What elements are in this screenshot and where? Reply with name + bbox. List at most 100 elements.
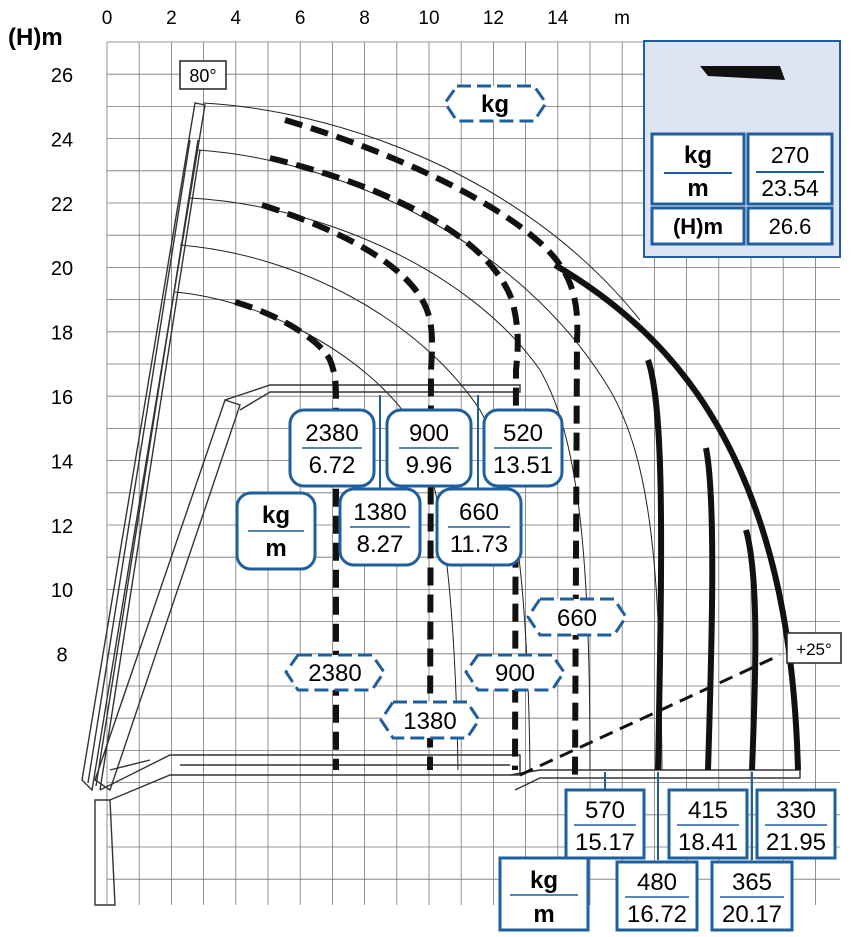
- tag-2380-text: 2380: [308, 660, 361, 687]
- bottom-load-boxes: [498, 788, 837, 932]
- bottom-kg-3: 480: [637, 869, 677, 896]
- upper-kg-2: 520: [503, 420, 543, 447]
- legend-m: m: [687, 175, 708, 202]
- upper-kg-3: 1380: [353, 499, 406, 526]
- tag-kg-top: [443, 84, 548, 123]
- arc-4: [179, 244, 531, 771]
- tag-2380: [284, 653, 386, 692]
- box-570: [564, 788, 646, 860]
- legend-capacity: 270: [771, 142, 809, 168]
- boom-tip-icon: [700, 66, 785, 80]
- y-tick-label: 18: [51, 323, 73, 345]
- upper-box-texts: 2380 6.72 900 9.96 520 13.51 1380 8.27 6…: [262, 420, 553, 562]
- tag-1380-text: 1380: [403, 708, 456, 735]
- y-tick-label: 12: [51, 516, 73, 538]
- upper-kg-1: 900: [409, 420, 449, 447]
- upper-m-0: 6.72: [309, 452, 356, 479]
- boom-vertical: [81, 102, 206, 792]
- bottom-m-1: 18.41: [678, 829, 738, 856]
- curve-dashed-2: [269, 155, 521, 771]
- y-tick-label: 20: [51, 258, 73, 280]
- bottom-kg-2: 330: [776, 797, 816, 824]
- x-tick-label: 12: [483, 8, 504, 29]
- y-unit-label: (H)m: [8, 24, 63, 51]
- upper-box-dividers: [248, 447, 552, 532]
- dashed-tag-texts: kg 2380 1380 900 660: [308, 91, 597, 735]
- y-tick-label: 8: [56, 645, 67, 667]
- arc-3: [189, 197, 591, 771]
- x-tick-labels: 0 2 4 6 8 10 12 14: [102, 8, 569, 29]
- upper-kg-4: 660: [459, 499, 499, 526]
- box-415: [667, 788, 749, 860]
- y-tick-label: 10: [51, 580, 73, 602]
- box-330: [755, 788, 837, 860]
- x-tick-label: 6: [295, 8, 306, 29]
- curve-dashed-3: [261, 202, 436, 771]
- tag-900-text: 900: [495, 660, 535, 687]
- x-tick-label: 4: [231, 8, 242, 29]
- curve-solid-outer: [553, 262, 801, 771]
- arc-1: [202, 102, 641, 321]
- y-tick-label: 24: [51, 129, 73, 151]
- tag-kg-top-text: kg: [481, 91, 509, 118]
- angle-25-label: +25°: [786, 632, 842, 664]
- legend-kg: kg: [684, 142, 712, 169]
- boom-horizontal-ext: [509, 769, 801, 791]
- upper-m-1: 9.96: [406, 452, 453, 479]
- extension-line: [519, 653, 781, 777]
- angle-80-label: 80°: [179, 60, 227, 90]
- mid-m-label: m: [265, 535, 286, 562]
- crane-column: [94, 799, 116, 906]
- bottom-kg-1: 415: [688, 797, 728, 824]
- bottom-kg-0: 570: [585, 797, 625, 824]
- x-tick-label: 0: [102, 8, 113, 29]
- bottom-kg-label: kg: [530, 867, 558, 894]
- bottom-box-dividers: [510, 824, 827, 898]
- bottom-m-4: 20.17: [722, 901, 782, 928]
- bottom-m-3: 16.72: [627, 901, 687, 928]
- x-unit-label: m: [614, 8, 630, 29]
- y-tick-label: 14: [51, 451, 73, 473]
- boom-vertical-detail: [87, 139, 201, 791]
- upper-m-3: 8.27: [357, 531, 404, 558]
- solid-load-curves: [553, 262, 801, 771]
- box-365: [710, 860, 794, 932]
- curve-solid-3: [743, 529, 759, 771]
- bottom-kg-4: 365: [732, 869, 772, 896]
- tag-900: [464, 653, 566, 692]
- x-tick-label: 10: [418, 8, 439, 29]
- y-tick-label: 26: [51, 65, 73, 87]
- upper-m-2: 13.51: [493, 452, 553, 479]
- dashed-tags: [284, 84, 628, 740]
- bottom-m-2: 21.95: [766, 829, 826, 856]
- angle-25-text: +25°: [796, 640, 832, 659]
- tag-660-text: 660: [557, 605, 597, 632]
- x-tick-label: 8: [359, 8, 370, 29]
- upper-kg-0: 2380: [305, 420, 358, 447]
- bottom-m-label: m: [533, 901, 554, 928]
- y-tick-label: 22: [51, 194, 73, 216]
- tag-1380: [379, 700, 481, 740]
- tag-660: [526, 597, 628, 637]
- curve-solid-1: [645, 359, 665, 771]
- x-tick-label: 14: [547, 8, 569, 29]
- curve-dashed-4: [234, 299, 339, 770]
- boom-mid-arm: [224, 384, 521, 411]
- legend-height-value: 26.6: [769, 214, 812, 239]
- curve-dashed-1: [284, 117, 581, 776]
- bottom-box-texts: 570 15.17 415 18.41 330 21.95 480 16.72 …: [530, 797, 826, 928]
- legend-height-label: (H)m: [673, 214, 723, 239]
- boom-horizontal: [99, 754, 521, 801]
- box-kg-m-bottom: [498, 856, 590, 932]
- legend-reach: 23.54: [761, 175, 819, 201]
- upper-m-4: 11.73: [450, 531, 508, 558]
- curve-solid-2: [703, 447, 716, 771]
- y-tick-label: 16: [51, 387, 73, 409]
- boom-mid: [94, 399, 241, 792]
- x-tick-label: 2: [166, 8, 177, 29]
- legend-box: kg m 270 23.54 (H)m 26.6: [643, 40, 841, 258]
- dashed-load-curves: [234, 117, 781, 777]
- mid-kg-label: kg: [262, 502, 290, 529]
